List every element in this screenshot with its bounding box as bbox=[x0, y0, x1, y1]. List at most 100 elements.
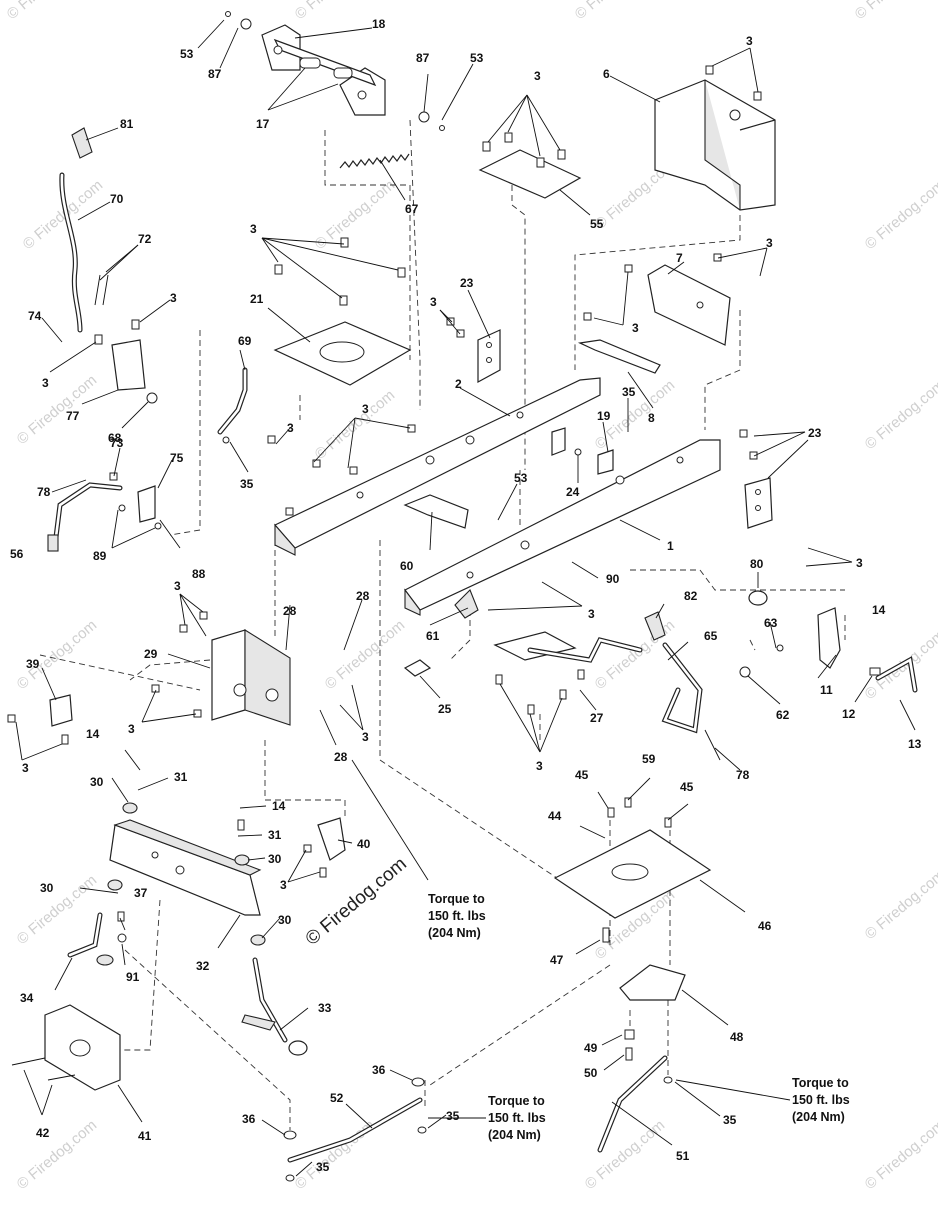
callout-label: 70 bbox=[110, 192, 124, 206]
callout-label: 69 bbox=[238, 334, 252, 348]
callout-label: 51 bbox=[676, 1149, 690, 1163]
callout-label: 11 bbox=[820, 683, 833, 697]
callout-label: 31 bbox=[174, 770, 188, 784]
callout-label: 74 bbox=[28, 309, 42, 323]
callout-label: 30 bbox=[40, 881, 54, 895]
watermark-tile: © Firedog.com bbox=[572, 0, 658, 23]
torque-note-line: 150 ft. lbs bbox=[488, 1111, 546, 1125]
callout-label: 3 bbox=[170, 291, 177, 305]
part-bracket-23a bbox=[446, 317, 501, 384]
part-plate-46 bbox=[553, 797, 712, 943]
callout-label: 34 bbox=[20, 991, 34, 1005]
callout-label: 14 bbox=[872, 603, 886, 617]
part-bracket-60 bbox=[403, 494, 469, 529]
callout-label: 39 bbox=[26, 657, 40, 671]
callout-label: 6 bbox=[603, 67, 610, 81]
callout-label: 2 bbox=[455, 377, 462, 391]
callout-label: 3 bbox=[856, 556, 863, 570]
part-frame-rail-1 bbox=[404, 429, 758, 616]
callout-label: 27 bbox=[590, 711, 604, 725]
part-guard-48 bbox=[619, 964, 686, 1061]
part-rod-69 bbox=[217, 367, 276, 444]
part-drag-link-52 bbox=[283, 1077, 427, 1182]
part-bracket-23b bbox=[744, 477, 773, 529]
watermark-tile: © Firedog.com bbox=[14, 1117, 100, 1193]
part-axle-27 bbox=[493, 631, 643, 715]
watermark-main: © Firedog.com bbox=[302, 853, 411, 949]
callout-label: 61 bbox=[426, 629, 440, 643]
callout-label: 50 bbox=[584, 1066, 598, 1080]
callout-label: 81 bbox=[120, 117, 134, 131]
torque-note-line: (204 Nm) bbox=[488, 1128, 541, 1142]
watermark-tile: © Firedog.com bbox=[582, 1117, 668, 1193]
callout-label: 18 bbox=[372, 17, 386, 31]
callout-label: 35 bbox=[446, 1109, 460, 1123]
callout-label: 53 bbox=[180, 47, 194, 61]
part-bracket-39 bbox=[7, 694, 73, 745]
watermark-tile: © Firedog.com bbox=[852, 0, 938, 23]
callout-label: 3 bbox=[22, 761, 29, 775]
callout-label: 36 bbox=[242, 1112, 256, 1126]
callout-label: 29 bbox=[144, 647, 158, 661]
callout-label: 28 bbox=[356, 589, 370, 603]
watermark-tile: © Firedog.com bbox=[14, 872, 100, 948]
callout-label: 68 bbox=[108, 431, 122, 445]
callout-label: 19 bbox=[597, 409, 611, 423]
callout-label: 67 bbox=[405, 202, 419, 216]
callout-label: 3 bbox=[42, 376, 49, 390]
callout-label: 88 bbox=[192, 567, 206, 581]
part-spindle-34 bbox=[67, 911, 127, 966]
assembly-dashed-lines bbox=[39, 119, 846, 1130]
callout-label: 3 bbox=[746, 34, 753, 48]
callout-label: 3 bbox=[174, 579, 181, 593]
callout-label: 3 bbox=[588, 607, 595, 621]
callout-label: 47 bbox=[550, 953, 564, 967]
callout-label: 53 bbox=[470, 51, 484, 65]
callout-label: 35 bbox=[723, 1113, 737, 1127]
callout-label: 33 bbox=[318, 1001, 332, 1015]
watermark-tile: © Firedog.com bbox=[4, 0, 90, 23]
callout-label: 78 bbox=[736, 768, 750, 782]
callout-label: 21 bbox=[250, 292, 264, 306]
part-bracket-77 bbox=[94, 319, 158, 404]
part-tie-rod-51 bbox=[597, 1055, 673, 1153]
callout-label: 40 bbox=[357, 837, 371, 851]
torque-note-line: (204 Nm) bbox=[792, 1110, 845, 1124]
part-spindle-33 bbox=[241, 957, 308, 1056]
part-pedal-pivot-bracket-18 bbox=[225, 11, 445, 131]
callout-label: 89 bbox=[93, 549, 107, 563]
callout-label: 37 bbox=[134, 886, 148, 900]
callout-label: 35 bbox=[316, 1160, 330, 1174]
watermark-tile: © Firedog.com bbox=[14, 372, 100, 448]
watermark-tile: © Firedog.com bbox=[862, 867, 938, 943]
callout-label: 30 bbox=[278, 913, 292, 927]
callout-label: 23 bbox=[460, 276, 474, 290]
callout-label: 3 bbox=[362, 730, 369, 744]
callout-label: 63 bbox=[764, 616, 778, 630]
callout-label: 56 bbox=[10, 547, 24, 561]
callout-label: 75 bbox=[170, 451, 184, 465]
part-spring-67 bbox=[339, 153, 410, 169]
watermark-tile: © Firedog.com bbox=[312, 387, 398, 463]
callout-label: 82 bbox=[684, 589, 698, 603]
watermark-tile: © Firedog.com bbox=[292, 0, 378, 23]
callout-label: 3 bbox=[250, 222, 257, 236]
callout-label: 30 bbox=[268, 852, 282, 866]
torque-note-line: Torque to bbox=[428, 892, 485, 906]
watermark-tile: © Firedog.com bbox=[862, 377, 938, 453]
callout-label: 87 bbox=[208, 67, 222, 81]
part-cover-55 bbox=[478, 132, 582, 199]
torque-note-line: 150 ft. lbs bbox=[428, 909, 486, 923]
part-box-6 bbox=[654, 65, 776, 211]
callout-label: 52 bbox=[330, 1091, 344, 1105]
callout-label: 14 bbox=[86, 727, 100, 741]
callout-label: 8 bbox=[648, 411, 655, 425]
callout-label: 78 bbox=[37, 485, 51, 499]
callout-label: 3 bbox=[632, 321, 639, 335]
callout-label: 45 bbox=[575, 768, 589, 782]
watermark-tile: © Firedog.com bbox=[862, 177, 938, 253]
callout-label: 3 bbox=[536, 759, 543, 773]
callout-label: 90 bbox=[606, 572, 620, 586]
callout-label: 60 bbox=[400, 559, 414, 573]
